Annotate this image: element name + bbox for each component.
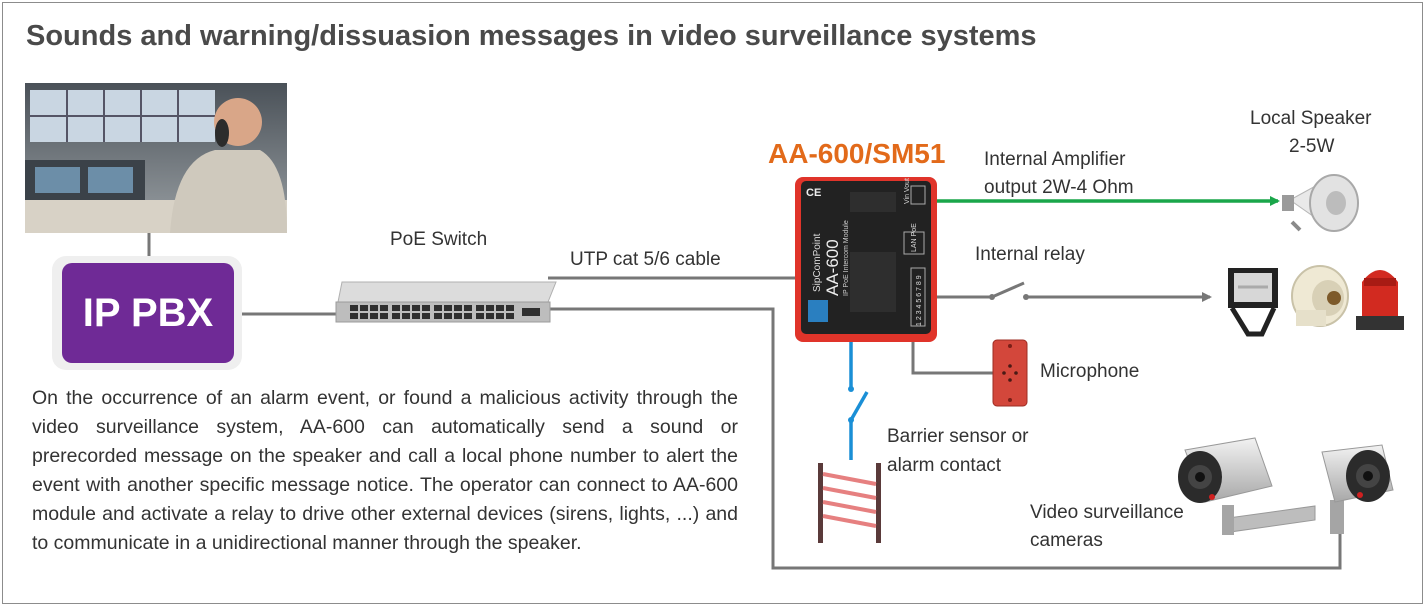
ce-mark: CE: [806, 187, 821, 199]
poe-switch-label: PoE Switch: [390, 229, 488, 250]
model-label: AA-600/SM51: [768, 138, 946, 169]
cameras-label-line2: cameras: [1030, 530, 1103, 551]
poe-switch-icon: [335, 281, 557, 323]
internal-relay-label: Internal relay: [975, 244, 1085, 265]
internal-amplifier-label-line1: Internal Amplifier: [984, 149, 1126, 170]
barrier-sensor-label-line2: alarm contact: [887, 455, 1002, 476]
device-subtitle: IP PoE Intercom Module: [843, 220, 850, 296]
relay-switch-line: [937, 281, 1212, 302]
cameras-label-line1: Video surveillance: [1030, 502, 1184, 523]
device-brand: SipComPoint: [812, 233, 823, 292]
aa600-device: CE SipComPoint AA-600 IP PoE Intercom Mo…: [795, 177, 937, 342]
siren-icon: [1291, 265, 1349, 327]
warning-beacon-icon: [1356, 270, 1404, 330]
description-paragraph: On the occurrence of an alarm event, or …: [32, 387, 738, 554]
microphone-icon: [992, 339, 1028, 407]
operator-person-icon: [170, 98, 287, 233]
ip-pbx-label: IP PBX: [62, 263, 234, 363]
floodlight-icon: [1228, 268, 1278, 337]
local-speaker-label-line1: Local Speaker: [1250, 108, 1372, 129]
operator-photo: [25, 83, 287, 233]
ip-pbx-box: IP PBX: [52, 256, 242, 370]
local-speaker-label-line2: 2-5W: [1289, 136, 1335, 157]
barrier-contact-line: [848, 342, 869, 460]
barrier-sensor-label-line1: Barrier sensor or: [887, 426, 1029, 447]
device-name: AA-600: [823, 239, 842, 296]
monitor-wall-icon: [30, 90, 215, 142]
lan-label: LAN PoE: [911, 223, 918, 252]
top-terminal-label: Vin Vout: [904, 178, 911, 204]
barrier-sensor-icon: [818, 463, 881, 543]
cctv-cameras-icon: [1178, 437, 1394, 535]
microphone-link: [911, 342, 995, 375]
page-title: Sounds and warning/dissuasion messages i…: [26, 20, 1037, 52]
horn-speaker-icon: [1282, 174, 1359, 232]
internal-amplifier-label-line2: output 2W-4 Ohm: [984, 177, 1134, 198]
bottom-terminal-label: 1 2 3 4 5 6 7 8 9: [916, 275, 923, 326]
microphone-label: Microphone: [1040, 361, 1140, 382]
utp-cable-label: UTP cat 5/6 cable: [570, 249, 721, 270]
camera-cable-line: [548, 307, 1342, 570]
